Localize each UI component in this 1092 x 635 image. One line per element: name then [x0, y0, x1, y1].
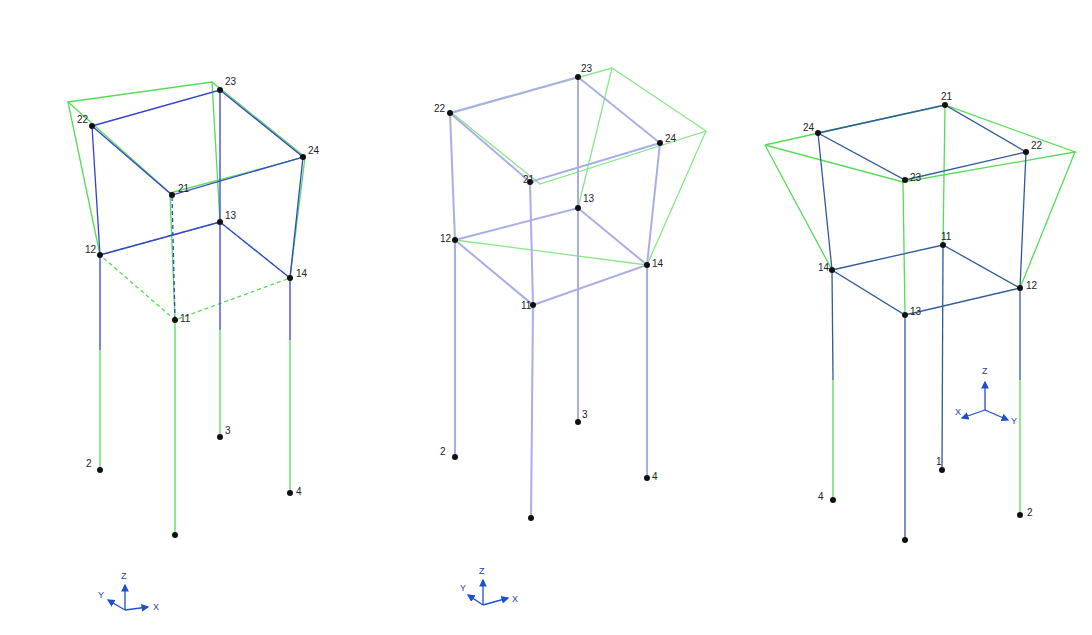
node-number: 2: [440, 446, 446, 457]
node-number: 13: [225, 210, 236, 221]
node-number: 21: [941, 91, 952, 102]
axis-label: X: [512, 594, 518, 605]
axis-label: Y: [1011, 416, 1017, 427]
node-number: 11: [180, 313, 190, 324]
node-number: 3: [582, 409, 588, 420]
axis-label: Z: [121, 571, 127, 582]
node-number: 14: [296, 268, 307, 279]
axis-label: Y: [460, 583, 466, 594]
node-number: 21: [523, 174, 534, 185]
node-number: 12: [1026, 280, 1037, 291]
node-number: 1: [936, 456, 942, 467]
node-number: 12: [85, 244, 96, 255]
node-number: 21: [178, 183, 189, 194]
node-number: 4: [652, 471, 658, 482]
node-number: 11: [521, 300, 531, 311]
node-number: 24: [308, 145, 319, 156]
node-number: 13: [910, 306, 921, 317]
node-number: 11: [941, 231, 951, 242]
node-number: 24: [803, 122, 814, 133]
node-number: 2: [86, 458, 92, 469]
node-number: 12: [440, 233, 451, 244]
node-number: 24: [665, 133, 676, 144]
axis-label: Y: [98, 590, 104, 601]
axis-label: Z: [479, 566, 485, 577]
node-number: 14: [818, 262, 829, 273]
node-number: 14: [652, 258, 663, 269]
node-number: 22: [77, 114, 88, 125]
node-number: 22: [1031, 140, 1042, 151]
axis-label: X: [153, 602, 159, 613]
node-number: 22: [434, 103, 445, 114]
node-number: 2: [1027, 507, 1033, 518]
axis-label: X: [955, 407, 961, 418]
node-number: 4: [818, 491, 824, 502]
axis-label: Z: [982, 366, 988, 377]
node-number: 13: [583, 193, 594, 204]
node-number: 3: [225, 425, 231, 436]
node-number: 4: [296, 486, 302, 497]
node-number: 23: [910, 172, 921, 183]
node-number: 23: [225, 76, 236, 87]
node-number: 23: [581, 63, 592, 74]
